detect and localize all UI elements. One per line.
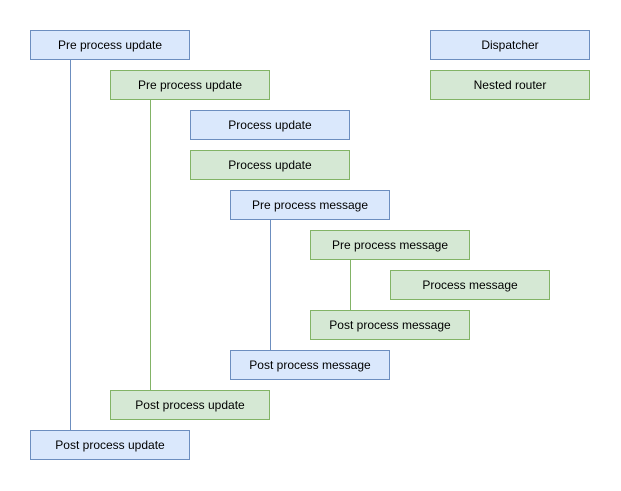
connector-message-dispatcher (270, 220, 271, 350)
node-process-update-router: Process update (190, 150, 350, 180)
node-process-update-dispatcher: Process update (190, 110, 350, 140)
legend-dispatcher: Dispatcher (430, 30, 590, 60)
node-pre-process-message-dispatcher: Pre process message (230, 190, 390, 220)
node-process-message-router: Process message (390, 270, 550, 300)
legend-nested-router: Nested router (430, 70, 590, 100)
node-pre-process-message-router: Pre process message (310, 230, 470, 260)
node-post-process-message-dispatcher: Post process message (230, 350, 390, 380)
node-post-process-update-router: Post process update (110, 390, 270, 420)
node-post-process-update-dispatcher: Post process update (30, 430, 190, 460)
connector-message-router (350, 260, 351, 310)
node-post-process-message-router: Post process message (310, 310, 470, 340)
connector-update-dispatcher (70, 60, 71, 430)
connector-update-router (150, 100, 151, 390)
node-pre-process-update-dispatcher: Pre process update (30, 30, 190, 60)
node-pre-process-update-router: Pre process update (110, 70, 270, 100)
